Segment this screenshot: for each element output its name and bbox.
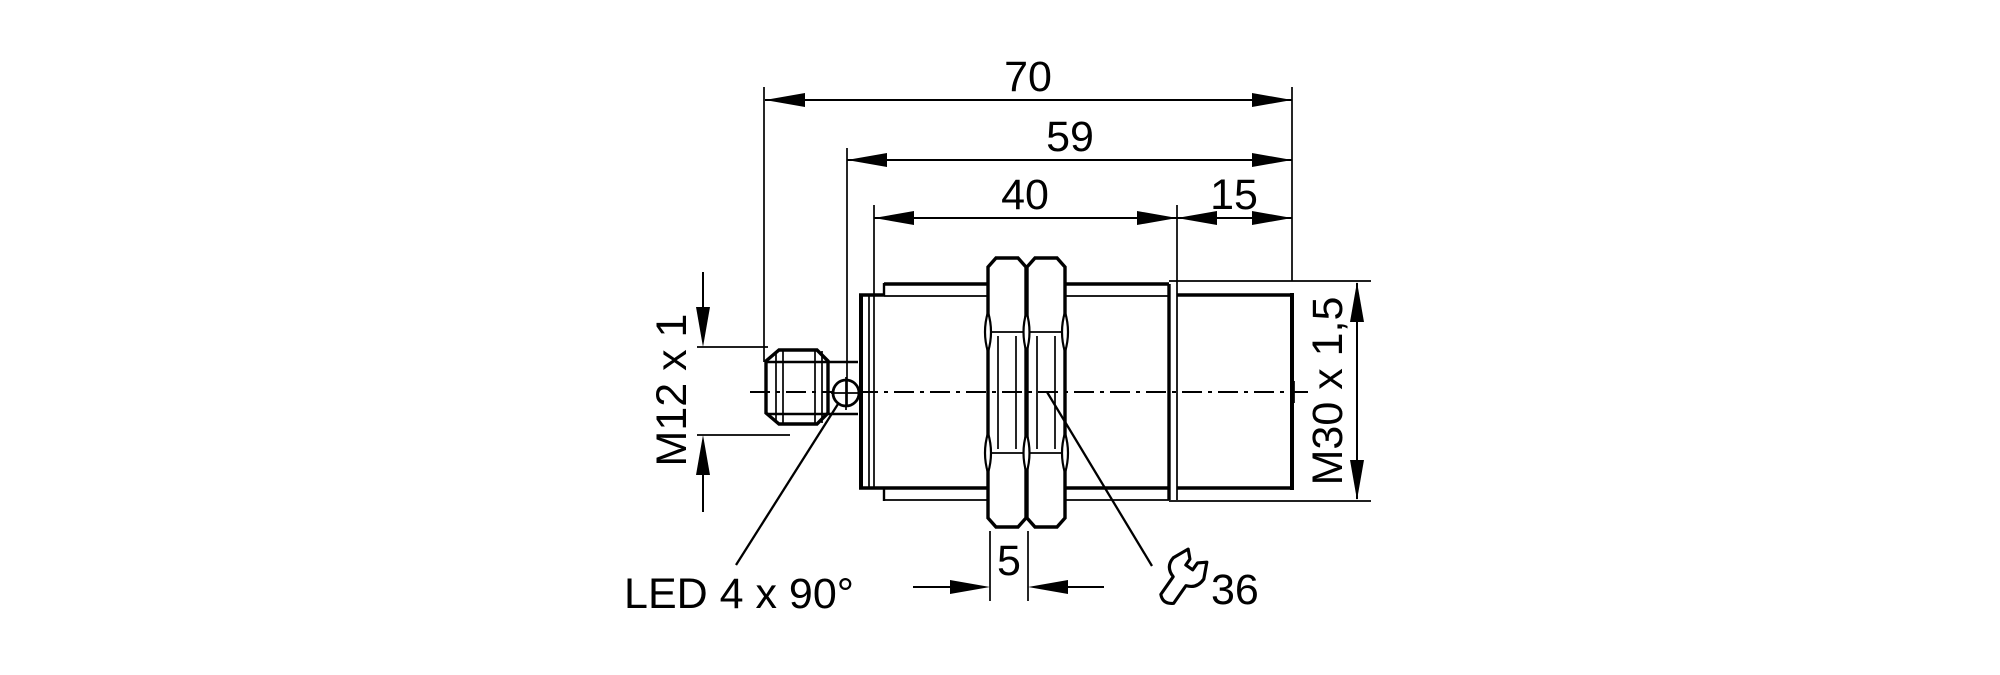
arrowhead-right — [950, 580, 990, 594]
dimension-connector-thread: M12 x 1 — [648, 272, 790, 512]
arrowhead-left — [1177, 211, 1217, 225]
dim-40-label: 40 — [1001, 171, 1049, 219]
wrench-size-label: 36 — [1211, 566, 1259, 614]
nut-chamfer-lens — [1022, 429, 1031, 477]
arrowhead-left — [847, 153, 887, 167]
dimension-thread-length: 40 — [873, 171, 1178, 500]
led-callout: LED 4 x 90° — [624, 403, 854, 618]
dim-70-label: 70 — [1004, 53, 1052, 101]
nut-chamfer-lens — [1060, 429, 1070, 477]
arrowhead-right — [1252, 93, 1292, 107]
dimension-rear-length: 15 — [1177, 171, 1292, 225]
arrowhead-left — [1028, 580, 1068, 594]
arrowhead-up — [1350, 282, 1364, 322]
arrowhead-right — [1252, 153, 1292, 167]
arrowhead-right — [1252, 211, 1292, 225]
hex-nuts — [983, 256, 1070, 529]
dim-m30-label: M30 x 1,5 — [1304, 297, 1352, 486]
wrench-icon — [1159, 547, 1209, 605]
nut-chamfer-lens — [1022, 308, 1031, 356]
led-indicator — [831, 377, 861, 410]
arrowhead-right — [1137, 211, 1177, 225]
dim-15-label: 15 — [1210, 171, 1258, 219]
arrowhead-left — [765, 93, 805, 107]
dimension-nut-width: 5 — [913, 531, 1104, 601]
arrowhead-down — [696, 307, 710, 347]
dimension-overall-length: 70 — [763, 53, 1293, 362]
led-label: LED 4 x 90° — [624, 570, 854, 618]
wrench-leader-line — [1046, 391, 1153, 567]
connector-coupling-outline — [764, 348, 830, 426]
dim-m12-label: M12 x 1 — [648, 314, 696, 467]
arrowhead-left — [874, 211, 914, 225]
dimension-housing-thread: M30 x 1,5 — [1304, 282, 1364, 500]
wrench-callout: 36 — [1046, 391, 1259, 614]
led-leader-line — [735, 403, 839, 566]
dimension-housing-length: 59 — [846, 113, 1292, 407]
sensor-body — [764, 280, 1371, 502]
nut-chamfer-lens — [1060, 308, 1070, 356]
arrowhead-down — [1350, 460, 1364, 500]
dim-5-label: 5 — [997, 537, 1021, 585]
dim-59-label: 59 — [1046, 113, 1094, 161]
nut-chamfer-lens — [983, 308, 993, 356]
nut-chamfer-lens — [983, 429, 993, 477]
arrowhead-up — [696, 435, 710, 475]
